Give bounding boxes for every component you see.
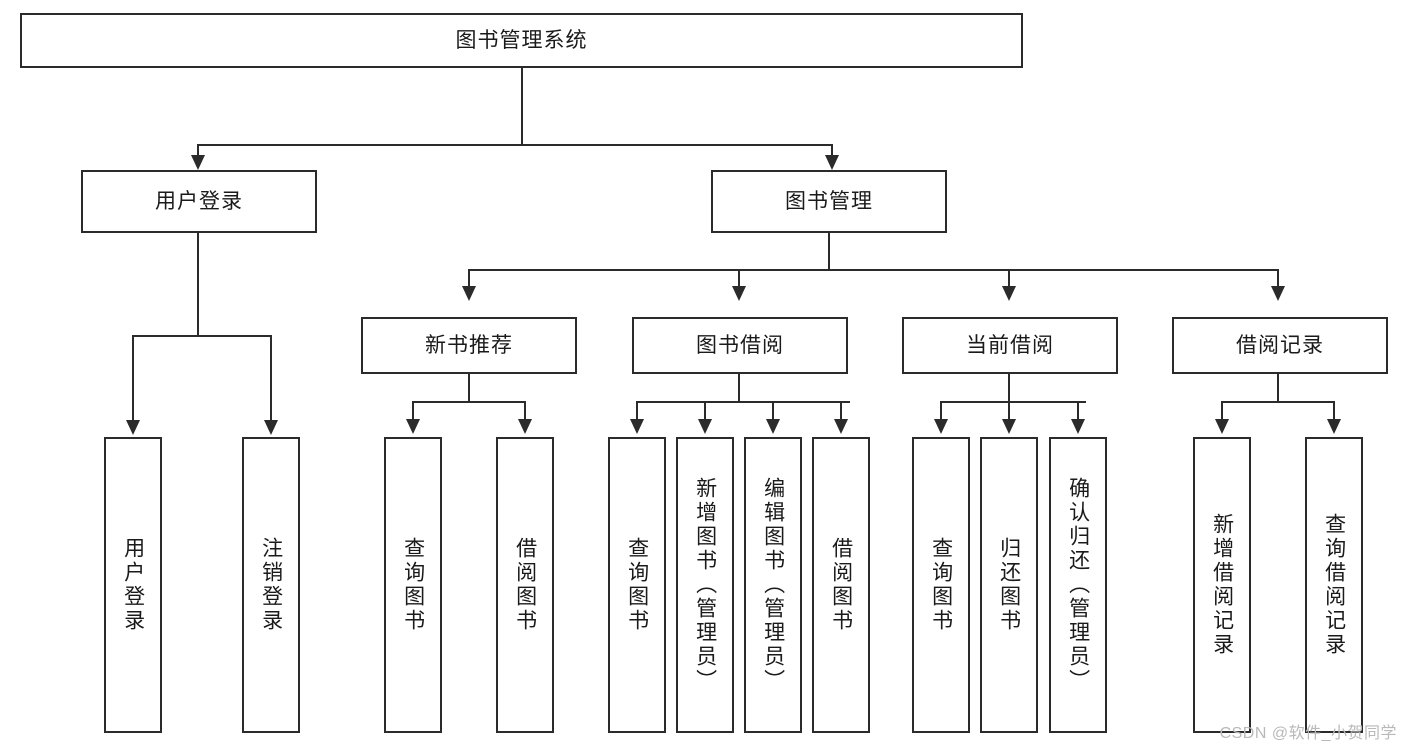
arrow-root-to-user-login	[191, 155, 205, 170]
arrow-cb-leaf-3	[1071, 419, 1085, 434]
connector-current-borrow-trunk	[1008, 374, 1011, 403]
connector-new-book-drop-1	[412, 401, 415, 421]
arrow-bb-leaf-4	[834, 419, 848, 434]
leaf-label: 归还图书	[997, 537, 1021, 633]
leaf-borrow-record-query-record[interactable]: 查询借阅记录	[1305, 437, 1363, 733]
csdn-watermark: CSDN @软件_小贺同学	[1219, 725, 1397, 742]
arrow-bm-to-current-borrow	[1002, 286, 1016, 301]
leaf-book-borrow-borrow-books[interactable]: 借阅图书	[812, 437, 870, 733]
leaf-label: 用户登录	[121, 537, 145, 633]
connector-bb-drop-3	[772, 401, 775, 421]
connector-cb-drop-2	[1008, 401, 1011, 421]
node-label: 用户登录	[155, 189, 243, 213]
connector-cb-drop-3	[1077, 401, 1080, 421]
arrow-new-book-leaf-2	[518, 419, 532, 434]
arrow-bb-leaf-3	[766, 419, 780, 434]
arrow-bm-to-book-borrow	[732, 286, 746, 301]
arrow-bb-leaf-1	[630, 419, 644, 434]
node-new-book-recommend[interactable]: 新书推荐	[361, 317, 577, 374]
connector-bm-drop-1	[468, 269, 471, 288]
leaf-label: 确认归还（管理员）	[1066, 477, 1090, 693]
connector-bb-drop-4	[840, 401, 843, 421]
leaf-book-borrow-query-books[interactable]: 查询图书	[608, 437, 666, 733]
node-label: 图书借阅	[696, 333, 784, 357]
leaf-user-login-logout[interactable]: 注销登录	[242, 437, 300, 733]
node-borrow-record[interactable]: 借阅记录	[1172, 317, 1388, 374]
connector-user-login-drop-2	[270, 335, 273, 422]
leaf-new-book-query-books[interactable]: 查询图书	[384, 437, 442, 733]
connector-book-borrow-trunk	[738, 374, 741, 403]
connector-bm-drop-4	[1277, 269, 1280, 288]
node-label: 新书推荐	[425, 333, 513, 357]
leaf-current-borrow-confirm-return-admin[interactable]: 确认归还（管理员）	[1049, 437, 1107, 733]
arrow-cb-leaf-1	[934, 419, 948, 434]
node-root-book-management-system[interactable]: 图书管理系统	[20, 13, 1023, 68]
leaf-label: 查询图书	[625, 537, 649, 633]
connector-user-login-drop-1	[132, 335, 135, 422]
leaf-label: 查询图书	[401, 537, 425, 633]
connector-root-trunk	[521, 68, 524, 145]
leaf-current-borrow-return-books[interactable]: 归还图书	[980, 437, 1038, 733]
arrow-bb-leaf-2	[698, 419, 712, 434]
connector-br-drop-1	[1221, 401, 1224, 421]
connector-new-book-bar	[412, 401, 526, 404]
connector-br-drop-2	[1333, 401, 1336, 421]
node-book-borrow[interactable]: 图书借阅	[632, 317, 848, 374]
leaf-label: 注销登录	[259, 537, 283, 633]
connector-user-login-bar	[132, 335, 272, 338]
node-user-login[interactable]: 用户登录	[81, 170, 317, 233]
connector-current-borrow-bar	[940, 401, 1086, 404]
connector-borrow-record-bar	[1221, 401, 1335, 404]
node-label: 图书管理系统	[455, 28, 588, 52]
connector-book-management-trunk	[828, 233, 831, 271]
connector-bb-drop-2	[704, 401, 707, 421]
connector-new-book-trunk	[468, 374, 471, 403]
arrow-bm-to-borrow-record	[1271, 286, 1285, 301]
connector-root-bar	[197, 144, 833, 147]
arrow-br-leaf-2	[1327, 419, 1341, 434]
leaf-current-borrow-query-books[interactable]: 查询图书	[912, 437, 970, 733]
connector-bm-drop-3	[1008, 269, 1011, 288]
leaf-label: 借阅图书	[829, 537, 853, 633]
arrow-user-login-leaf-2	[264, 420, 278, 435]
leaf-label: 查询图书	[929, 537, 953, 633]
leaf-label: 查询借阅记录	[1322, 513, 1346, 657]
arrow-bm-to-new-book	[462, 286, 476, 301]
connector-book-borrow-bar	[636, 401, 850, 404]
arrow-new-book-leaf-1	[406, 419, 420, 434]
arrow-root-to-book-management	[825, 155, 839, 170]
node-book-management[interactable]: 图书管理	[711, 170, 947, 233]
connector-borrow-record-trunk	[1277, 374, 1280, 403]
leaf-borrow-record-add-record[interactable]: 新增借阅记录	[1193, 437, 1251, 733]
leaf-label: 新增借阅记录	[1210, 513, 1234, 657]
connector-root-to-user-login	[197, 144, 200, 158]
leaf-label: 编辑图书（管理员）	[761, 477, 785, 693]
node-label: 借阅记录	[1236, 333, 1324, 357]
leaf-label: 新增图书（管理员）	[693, 477, 717, 693]
leaf-new-book-borrow-books[interactable]: 借阅图书	[496, 437, 554, 733]
leaf-label: 借阅图书	[513, 537, 537, 633]
connector-bb-drop-1	[636, 401, 639, 421]
leaf-book-borrow-edit-book-admin[interactable]: 编辑图书（管理员）	[744, 437, 802, 733]
connector-bm-drop-2	[738, 269, 741, 288]
arrow-br-leaf-1	[1215, 419, 1229, 434]
leaf-user-login-login[interactable]: 用户登录	[104, 437, 162, 733]
leaf-book-borrow-add-book-admin[interactable]: 新增图书（管理员）	[676, 437, 734, 733]
connector-cb-drop-1	[940, 401, 943, 421]
connector-book-management-bar	[468, 269, 1279, 272]
connector-user-login-trunk	[197, 233, 200, 336]
connector-new-book-drop-2	[524, 401, 527, 421]
node-label: 图书管理	[785, 189, 873, 213]
node-label: 当前借阅	[966, 333, 1054, 357]
node-current-borrow[interactable]: 当前借阅	[902, 317, 1118, 374]
arrow-cb-leaf-2	[1002, 419, 1016, 434]
connector-root-to-book-management	[831, 144, 834, 158]
arrow-user-login-leaf-1	[126, 420, 140, 435]
